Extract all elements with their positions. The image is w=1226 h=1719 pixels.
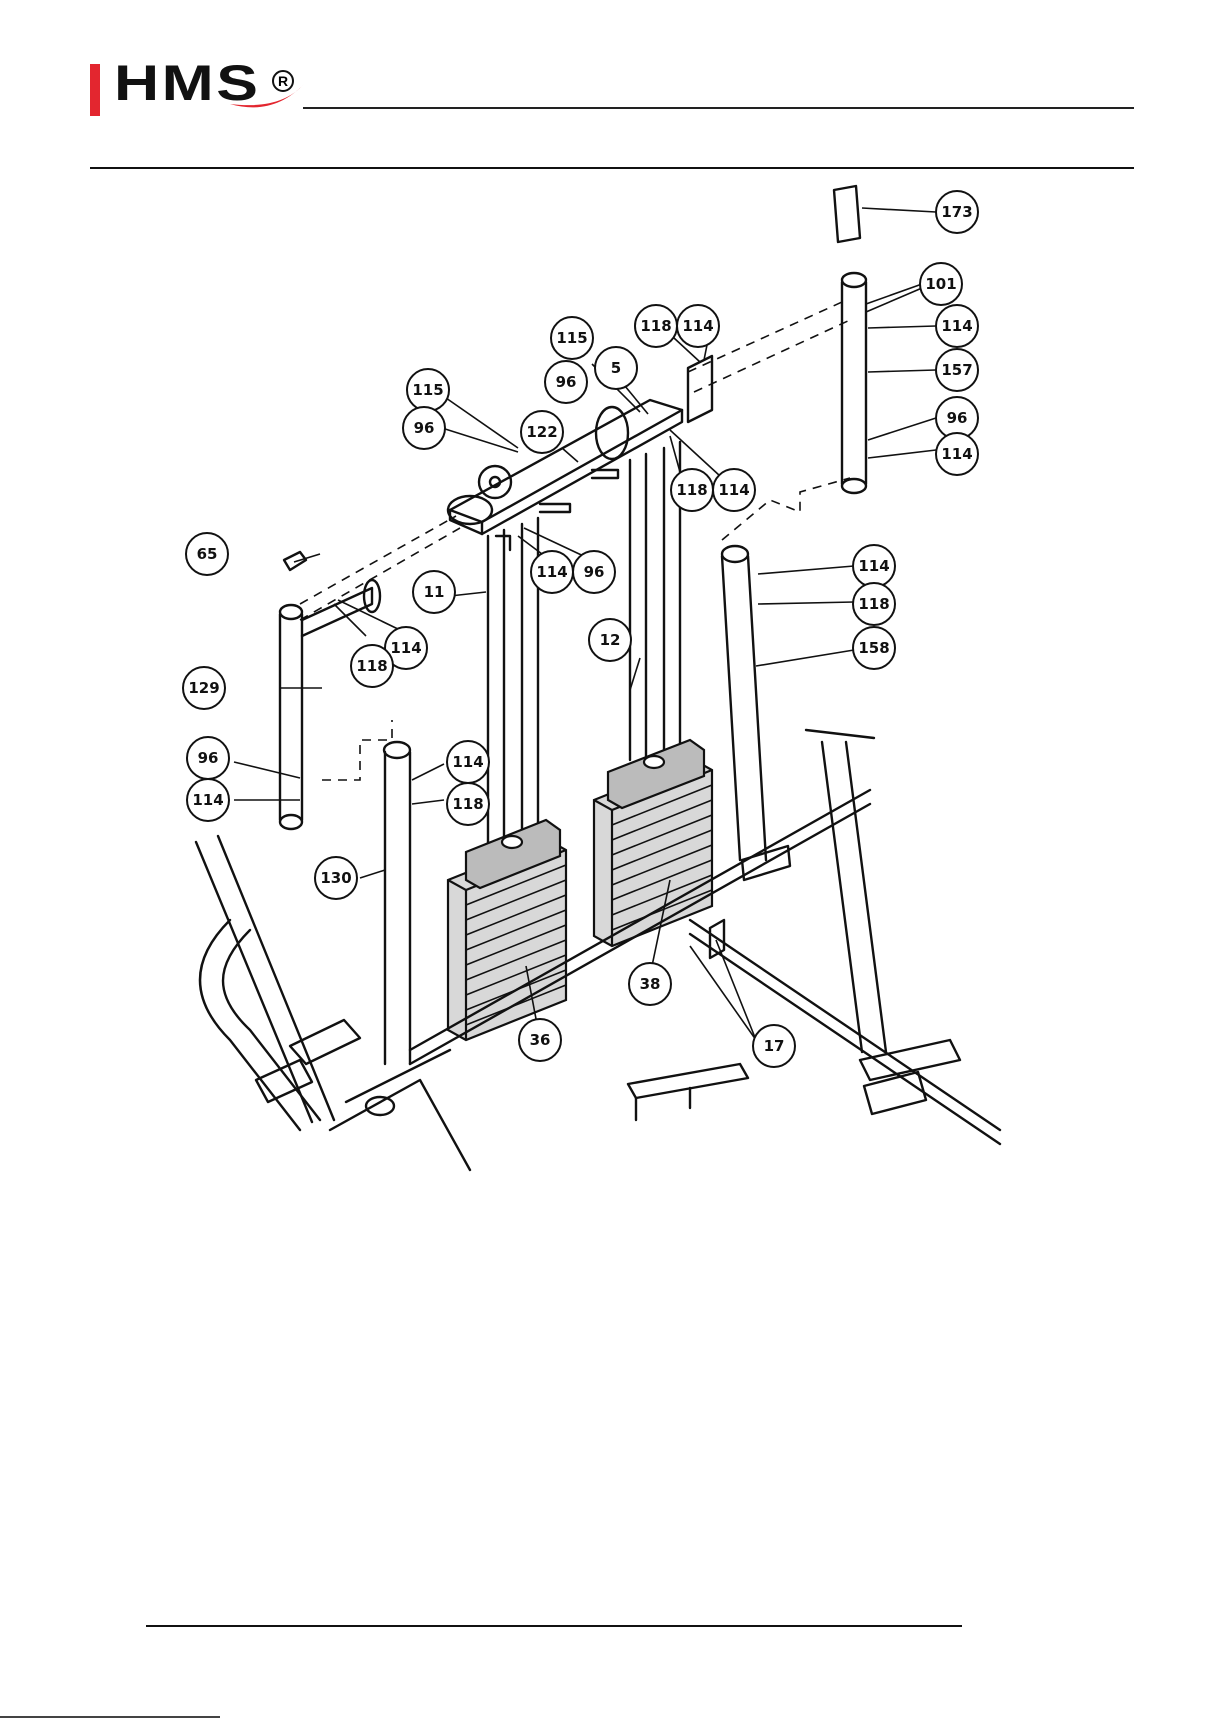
callout-173: 173 (941, 203, 972, 221)
callout-96: 96 (414, 419, 435, 437)
bottom-edge-rule (0, 1716, 220, 1718)
callout-115: 115 (412, 381, 443, 399)
callout-122: 122 (526, 423, 557, 441)
callout-114: 114 (941, 445, 972, 463)
callout-118: 118 (452, 795, 483, 813)
callout-114: 114 (452, 753, 483, 771)
callout-114: 114 (536, 563, 567, 581)
header-rule-upper (303, 107, 1134, 109)
registered-mark: R (272, 70, 294, 92)
footer-rule (146, 1625, 962, 1627)
logo-red-bar (90, 64, 100, 116)
callout-96: 96 (947, 409, 968, 427)
callout-118: 118 (640, 317, 671, 335)
callout-158: 158 (858, 639, 889, 657)
callout-157: 157 (941, 361, 972, 379)
callout-115: 115 (556, 329, 587, 347)
right-weight-stack (594, 740, 712, 946)
callout-118: 118 (356, 657, 387, 675)
callout-17: 17 (764, 1037, 785, 1055)
callout-114: 114 (941, 317, 972, 335)
callout-96: 96 (584, 563, 605, 581)
header-rule-lower (90, 167, 1134, 169)
callout-114: 114 (858, 557, 889, 575)
callout-36: 36 (530, 1031, 551, 1049)
callout-38: 38 (640, 975, 661, 993)
logo-swoosh-icon (228, 82, 308, 112)
callout-118: 118 (676, 481, 707, 499)
callout-114: 114 (390, 639, 421, 657)
left-weight-stack (448, 820, 566, 1040)
callout-114: 114 (718, 481, 749, 499)
callout-114: 114 (192, 791, 223, 809)
exploded-assembly-diagram: 173 101 114 157 96 114 118 114 115 5 96 … (150, 180, 1010, 1180)
callout-65: 65 (197, 545, 218, 563)
callout-96: 96 (556, 373, 577, 391)
callout-114: 114 (682, 317, 713, 335)
callout-12: 12 (600, 631, 621, 649)
callout-130: 130 (320, 869, 351, 887)
callout-129: 129 (188, 679, 219, 697)
page-header: HMS R (0, 0, 1226, 180)
callout-101: 101 (925, 275, 956, 293)
callout-118: 118 (858, 595, 889, 613)
callout-5: 5 (611, 359, 621, 377)
callout-96: 96 (198, 749, 219, 767)
callout-11: 11 (424, 583, 445, 601)
